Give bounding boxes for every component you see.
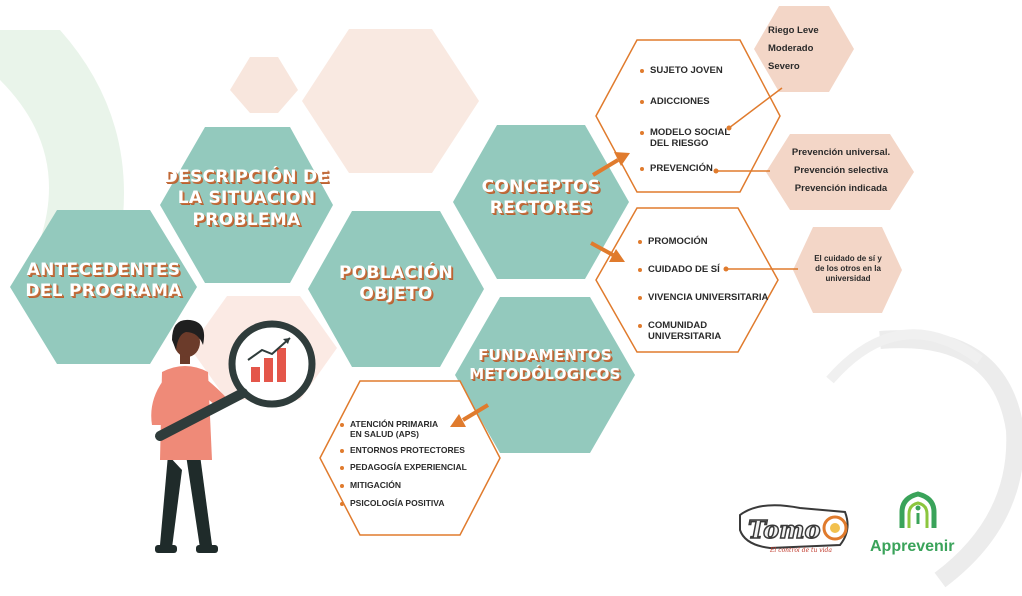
bg-green-swoosh (0, 30, 124, 240)
list-item-label: VIVENCIA UNIVERSITARIA (648, 291, 769, 303)
list-item-label: PSICOLOGÍA POSITIVA (350, 497, 445, 508)
list-item: ENTORNOS PROTECTORES (340, 444, 490, 456)
hex-title-conceptos: CONCEPTOS RECTORES (453, 177, 629, 220)
apprevenir-wordmark: Apprevenir (870, 538, 955, 555)
list-item-label: CUIDADO DE SÍ (648, 263, 720, 275)
woman-magnifier-illustration (151, 319, 316, 553)
hexagon-prevencion-types (766, 134, 914, 210)
list-item-label: ADICCIONES (650, 95, 710, 107)
hexagon-fundamentos[interactable] (455, 297, 635, 453)
hex-title-line: PROBLEMA (192, 209, 301, 230)
hex-title-line: CONCEPTOS (481, 177, 601, 197)
hexagon-conceptos-list-2 (595, 207, 779, 353)
riesgo-level: Severo (768, 61, 800, 73)
bullet-dot (638, 240, 642, 244)
riesgo-level: Moderado (768, 43, 814, 55)
conceptos-list-2: PROMOCIÓN CUIDADO DE SÍ VIVENCIA UNIVERS… (638, 236, 773, 343)
bullet-dot (638, 323, 642, 328)
list-item: PEDAGOGÍA EXPERIENCIAL (340, 462, 490, 473)
list-item: ADICCIONES (640, 95, 770, 108)
list-item: VIVENCIA UNIVERSITARIA (638, 291, 773, 304)
cuidado-text: El cuidado de sí y de los otros en la un… (814, 254, 882, 283)
hexagon-conceptos-list-1 (595, 39, 781, 193)
list-item: PREVENCIÓN (640, 162, 770, 175)
list-item: CUIDADO DE SÍ (638, 263, 773, 276)
hex-title-antecedentes: ANTECEDENTES DEL PROGRAMA (10, 260, 197, 303)
bullet-dot (640, 99, 644, 104)
hex-title-line: DESCRIPCIÓN DE (163, 167, 330, 187)
hex-title-descripcion: DESCRIPCIÓN DE LA SITUACION PROBLEMA (160, 167, 333, 231)
bullet-dot (638, 295, 642, 300)
list-item-label: ENTORNOS PROTECTORES (350, 444, 465, 455)
bullet-dot (638, 267, 642, 272)
hex-title-line: ANTECEDENTES (26, 260, 181, 280)
hexagon-antecedentes[interactable] (10, 210, 197, 364)
hex-title-fundamentos: FUNDAMENTOS METODÓLOGICOS (455, 346, 635, 384)
list-item: ATENCIÓN PRIMARIA EN SALUD (APS) (340, 419, 490, 440)
bullet-dot (340, 448, 344, 453)
bullet-dot (340, 466, 344, 471)
bullet-dot (640, 130, 644, 135)
apprevenir-logo-icon (899, 491, 937, 528)
connector-modelo-riesgo (728, 87, 783, 129)
arrow-conceptos-up (591, 152, 630, 177)
decor-hexagon (302, 29, 479, 173)
riesgo-levels: Riego Leve Moderado Severo (768, 22, 848, 76)
hexagon-fundamentos-list (319, 380, 501, 536)
list-item: PSICOLOGÍA POSITIVA (340, 497, 490, 509)
hexagon-descripcion[interactable] (160, 127, 333, 283)
arrow-fundamentos (450, 403, 490, 427)
bg-arc-decoration-2 (826, 329, 983, 384)
list-item-label: PREVENCIÓN (650, 162, 713, 174)
bullet-dot (340, 484, 344, 489)
prevencion-types: Prevención universal. Prevención selecti… (772, 144, 910, 198)
list-item: SUJETO JOVEN (640, 65, 770, 77)
list-item: COMUNIDAD UNIVERSITARIA (638, 319, 773, 343)
connector-dot (726, 125, 732, 131)
list-item-label: PROMOCIÓN (648, 236, 708, 247)
connector-dot (723, 266, 729, 272)
prevencion-type: Prevención universal. (791, 147, 891, 158)
hexagon-poblacion[interactable] (308, 211, 484, 367)
hex-title-line: DEL PROGRAMA (25, 281, 182, 302)
hex-title-line: METODÓLOGICOS (469, 364, 621, 383)
riesgo-level: Riego Leve (768, 25, 819, 36)
hex-title-line: RECTORES (489, 198, 593, 219)
list-item: MITIGACIÓN (340, 480, 490, 491)
hex-title-line: POBLACIÓN (338, 263, 454, 283)
svg-text:Tomo: Tomo (748, 515, 821, 544)
list-item-label: ATENCIÓN PRIMARIA EN SALUD (APS) (350, 419, 439, 439)
fundamentos-list: ATENCIÓN PRIMARIA EN SALUD (APS) ENTORNO… (340, 419, 490, 509)
hex-title-line: OBJETO (359, 284, 433, 305)
list-item: PROMOCIÓN (638, 236, 773, 248)
list-item-label: MODELO SOCIAL DEL RIESGO (650, 126, 731, 149)
list-item-label: COMUNIDAD UNIVERSITARIA (648, 319, 722, 342)
list-item-label: MITIGACIÓN (350, 480, 401, 491)
decor-hexagon (230, 57, 298, 113)
list-item: MODELO SOCIAL DEL RIESGO (640, 126, 770, 150)
hex-title-poblacion: POBLACIÓN OBJETO (308, 263, 484, 306)
connector-dot (713, 168, 719, 174)
bullet-dot (340, 501, 344, 506)
hexagon-riesgo-levels (754, 6, 854, 92)
arrow-conceptos-down (590, 241, 625, 262)
tomo-logo-icon: Tomo (739, 504, 849, 550)
list-item-label: SUJETO JOVEN (650, 65, 723, 76)
bullet-dot (640, 166, 644, 171)
tomo-tagline: El control de tu vida (770, 547, 832, 554)
list-item-label: PEDAGOGÍA EXPERIENCIAL (350, 462, 467, 473)
hexagon-cuidado (793, 227, 902, 313)
hex-title-line: LA SITUACION (177, 188, 316, 209)
bullet-dot (340, 423, 344, 427)
conceptos-list-1: SUJETO JOVEN ADICCIONES MODELO SOCIAL DE… (640, 65, 770, 175)
prevencion-type: Prevención indicada (794, 183, 888, 195)
hex-title-line: FUNDAMENTOS (478, 346, 612, 364)
hexagon-conceptos[interactable] (453, 125, 629, 279)
bullet-dot (640, 69, 644, 73)
prevencion-type: Prevención selectiva (794, 165, 888, 177)
